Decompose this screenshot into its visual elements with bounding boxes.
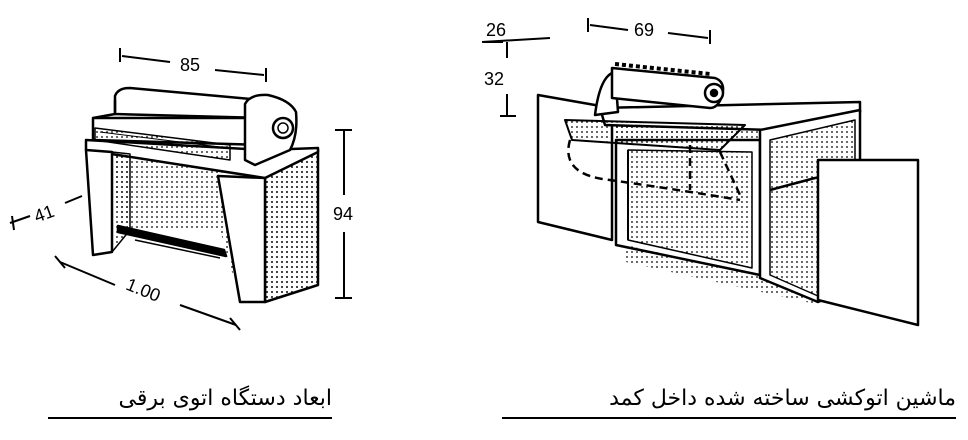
left-length-label: 1.00 [123,274,163,306]
right-caption-underline [502,417,956,419]
right-height-label: 32 [484,69,504,89]
left-width-label: 85 [180,55,200,75]
right-top-label: 69 [634,20,654,40]
left-caption: ابعاد دستگاه اتوی برقی [118,386,332,411]
ironing-machine-illustration [84,86,320,304]
right-caption: ماشین اتوکشی ساخته شده داخل کمد [609,386,956,411]
right-dimension-lines [481,18,711,117]
left-caption-underline [48,417,332,419]
right-offset-label: 26 [486,20,506,40]
left-dimension-lines [9,48,352,331]
left-depth-label: 41 [31,201,57,227]
left-height-label: 94 [333,204,353,224]
cabinet-machine-illustration [536,62,920,327]
